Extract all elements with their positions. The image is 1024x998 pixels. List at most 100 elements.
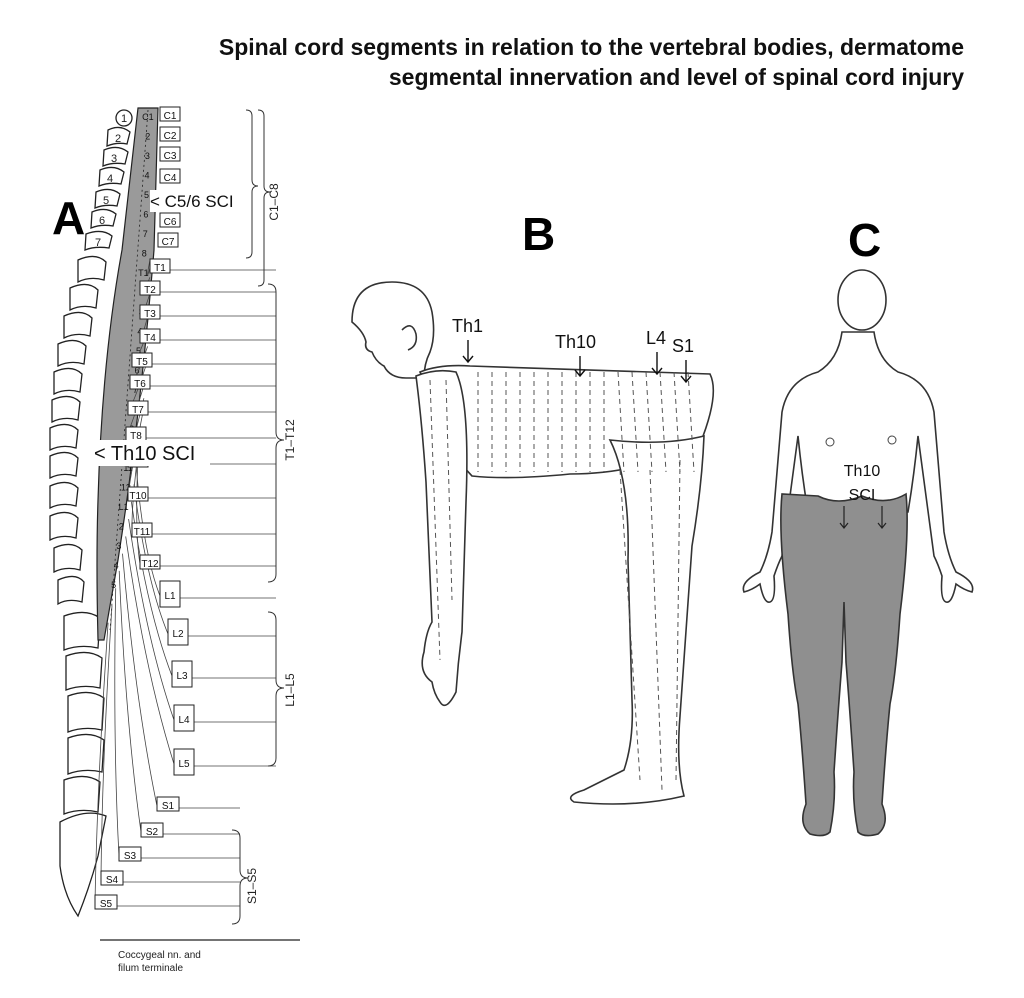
bracket-cervical-inner <box>245 109 259 259</box>
group-label-sacral: S1–S5 <box>245 868 259 904</box>
root-label: S3 <box>124 851 137 862</box>
vertebra-label: 4 <box>107 173 113 185</box>
cord-segment-label: L1 <box>119 502 129 512</box>
legs <box>569 434 705 805</box>
root-label: T10 <box>129 491 147 502</box>
cord-segment-label: T1 <box>138 268 149 278</box>
root-label: C6 <box>164 217 177 228</box>
vertebra-label: 7 <box>95 237 101 249</box>
level-labels: Th1 Th10 L4 S1 <box>452 316 694 356</box>
root-box <box>159 106 181 122</box>
bracket-thoracic <box>267 283 285 583</box>
group-labels: C1–C8 T1–T12 L1–L5 S1–S5 <box>245 183 297 904</box>
vertebra-t5 <box>53 367 83 396</box>
vertebra-c1 <box>115 109 133 127</box>
root-box <box>127 400 149 416</box>
vertebra-labels: 1 2 3 4 5 6 7 <box>95 113 127 249</box>
label-th10: Th10 <box>844 463 881 480</box>
vertebra-t12 <box>57 575 85 606</box>
cord-segment-label: 3 <box>116 541 121 551</box>
nerve-root <box>114 588 120 857</box>
vertebra-l5 <box>63 775 101 815</box>
root-label: T11 <box>134 527 151 538</box>
nerve-root <box>118 570 142 833</box>
arrow-th1 <box>462 340 474 364</box>
footer-line-1: Coccygeal nn. and <box>118 950 201 961</box>
cord-segment-label: 5 <box>144 190 149 200</box>
vertebra-c6 <box>90 208 117 229</box>
footer-line-2: filum terminale <box>118 963 183 974</box>
bracket-cervical <box>257 109 271 287</box>
root-box <box>159 580 181 608</box>
root-box <box>129 374 151 390</box>
panel-c: C Th10 SCI <box>742 214 974 837</box>
vertebra-c2 <box>106 126 131 147</box>
vertebra-t9 <box>49 481 79 510</box>
vertebra-t4 <box>57 339 87 368</box>
ear <box>401 325 418 351</box>
root-label: L1 <box>164 591 176 602</box>
root-label: L5 <box>178 759 190 770</box>
vertebra-label: 5 <box>103 195 109 207</box>
vertebral-column <box>49 109 133 918</box>
vertebra-t8 <box>49 451 79 480</box>
root-box <box>159 146 181 162</box>
root-label: T4 <box>144 333 156 344</box>
root-label: L2 <box>172 629 184 640</box>
vertebra-label: 1 <box>121 113 127 125</box>
root-label: S2 <box>146 827 159 838</box>
panel-a-letter: A <box>52 192 85 244</box>
nipple-left <box>825 437 835 447</box>
root-box <box>156 796 180 812</box>
dermatome-stripe <box>645 371 653 473</box>
root-label: T7 <box>132 405 144 416</box>
root-box <box>131 352 153 368</box>
cord-segment-label: 3 <box>145 151 150 161</box>
nerve-root <box>147 259 151 276</box>
arrow-right <box>877 506 887 529</box>
dermatome-stripe <box>429 379 441 661</box>
root-box <box>131 522 153 538</box>
cord-midline <box>109 109 149 631</box>
vertebra-t11 <box>53 543 83 574</box>
root-label: S4 <box>106 875 119 886</box>
label-sci: SCI <box>849 487 876 504</box>
cord-segment-label: 2 <box>145 132 150 142</box>
nerve-root <box>133 484 169 635</box>
bent-figure <box>351 281 715 805</box>
panel-b-letter: B <box>522 208 555 260</box>
nerve-root <box>125 536 175 765</box>
root-label: T5 <box>136 357 148 368</box>
root-box <box>173 748 195 776</box>
group-label-thoracic: T1–T12 <box>283 419 297 461</box>
standing-figure <box>742 269 974 837</box>
sacrum <box>59 812 107 918</box>
cord-segment-label: 6 <box>134 366 139 376</box>
root-box <box>173 704 195 732</box>
root-box <box>159 212 181 228</box>
root-label: T12 <box>141 559 159 570</box>
title-line-2: segmental innervation and level of spina… <box>388 64 964 90</box>
group-label-lumbar: L1–L5 <box>283 673 297 707</box>
label-s1: S1 <box>672 336 694 356</box>
root-box <box>139 304 161 320</box>
root-box <box>118 846 142 862</box>
sci-th-label-bg <box>92 440 210 466</box>
root-label: C3 <box>164 151 177 162</box>
sci-c-label: < C5/6 SCI <box>150 192 234 211</box>
cord-segment-label: 12 <box>121 483 131 493</box>
injury-arrows <box>839 506 887 529</box>
nerve-root <box>122 553 158 807</box>
nerve-root <box>94 622 109 905</box>
dermatome-stripe <box>687 371 695 473</box>
root-label: C7 <box>162 237 175 248</box>
root-label: T8 <box>130 431 142 442</box>
vertebra-t6 <box>51 395 81 424</box>
root-box <box>94 894 118 910</box>
label-th1: Th1 <box>452 316 483 336</box>
bracket-lumbar <box>267 611 285 767</box>
root-label: T6 <box>134 379 146 390</box>
vertebra-l3 <box>67 691 105 733</box>
vertebra-l1 <box>63 611 101 651</box>
